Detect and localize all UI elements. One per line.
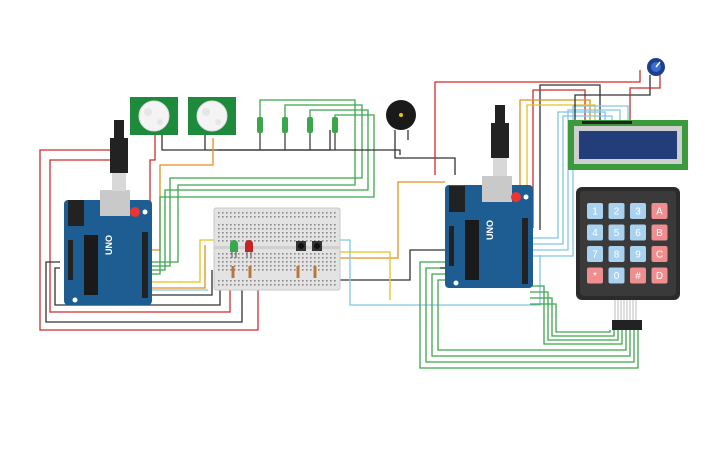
key-1[interactable]: 1 bbox=[587, 203, 603, 219]
led-top-1 bbox=[257, 117, 263, 133]
key-label: 5 bbox=[614, 228, 620, 239]
wire-dark-left3 bbox=[148, 270, 213, 296]
key-label: 4 bbox=[592, 228, 598, 239]
led-top-4 bbox=[332, 117, 338, 133]
wire-dark-top bbox=[218, 149, 401, 155]
wire-green-k8 bbox=[530, 303, 611, 333]
wire-green-k6 bbox=[530, 291, 619, 341]
key-label: D bbox=[656, 271, 663, 282]
wire-lightblue-r4 bbox=[530, 105, 629, 257]
chip-left bbox=[84, 235, 98, 295]
power-jack-right bbox=[449, 186, 465, 212]
usb-port-right bbox=[482, 176, 512, 202]
board-logo-left: UNO bbox=[104, 235, 114, 255]
key-label: 3 bbox=[635, 207, 641, 218]
key-label: # bbox=[635, 271, 641, 282]
wire-green-4 bbox=[148, 114, 375, 275]
wire-dark-top-right bbox=[539, 84, 601, 230]
key-label: 8 bbox=[614, 250, 620, 261]
wire-green-k5 bbox=[530, 285, 623, 345]
wire-dark-pir1 bbox=[161, 130, 331, 151]
key-2[interactable]: 2 bbox=[608, 203, 625, 219]
key-C[interactable]: C bbox=[651, 246, 668, 262]
pushbutton-2[interactable] bbox=[312, 241, 322, 251]
reset-button-left bbox=[130, 207, 140, 217]
breadboard[interactable] bbox=[213, 207, 341, 291]
lcd-display bbox=[568, 120, 688, 170]
led-green[interactable] bbox=[230, 240, 238, 258]
key-7[interactable]: 7 bbox=[587, 246, 603, 262]
key-A[interactable]: A bbox=[651, 203, 668, 219]
power-jack-left bbox=[68, 200, 84, 226]
wire-red-left-outer bbox=[39, 149, 259, 331]
wire-green-2 bbox=[148, 104, 363, 267]
wire-lightblue-r1 bbox=[530, 111, 606, 239]
led-red[interactable] bbox=[245, 240, 253, 258]
wire-red-pot bbox=[629, 70, 661, 120]
key-label: * bbox=[593, 271, 597, 282]
keypad[interactable]: 1 2 3 A 4 5 6 B 7 8 9 C * 0 # D bbox=[576, 187, 680, 330]
key-label: 2 bbox=[614, 207, 620, 218]
arduino-board-right[interactable]: UNO bbox=[445, 176, 533, 288]
wire-dark-mid bbox=[300, 249, 448, 281]
key-label: A bbox=[656, 207, 663, 218]
wire-green-1 bbox=[148, 99, 356, 263]
board-logo-right: UNO bbox=[485, 220, 495, 240]
key-label: 0 bbox=[614, 271, 620, 282]
wire-orange-left bbox=[148, 245, 206, 289]
wire-dark-left2 bbox=[54, 267, 221, 306]
wire-green-k7 bbox=[530, 297, 615, 337]
key-6[interactable]: 6 bbox=[630, 224, 646, 241]
key-D[interactable]: D bbox=[651, 267, 668, 284]
wire-orange-pir bbox=[150, 138, 214, 251]
wire-lightblue-r2 bbox=[530, 115, 613, 245]
key-label: 6 bbox=[635, 228, 641, 239]
buzzer[interactable] bbox=[386, 100, 416, 130]
key-label: B bbox=[656, 228, 663, 239]
pir-sensor-1[interactable] bbox=[130, 97, 178, 135]
potentiometer[interactable] bbox=[647, 58, 665, 76]
pir-sensor-2[interactable] bbox=[188, 97, 236, 135]
led-strip-top bbox=[257, 117, 338, 150]
key-0[interactable]: 0 bbox=[608, 267, 625, 284]
keypad-connector bbox=[612, 320, 642, 330]
key-3[interactable]: 3 bbox=[630, 203, 646, 219]
wire-red-left-inner bbox=[49, 159, 231, 313]
reset-button-right bbox=[511, 192, 521, 202]
wire-lightblue-r3 bbox=[530, 109, 621, 251]
key-5[interactable]: 5 bbox=[608, 224, 625, 241]
key-label: 7 bbox=[592, 250, 598, 261]
wire-dark-left bbox=[45, 261, 243, 323]
key-#[interactable]: # bbox=[630, 267, 646, 284]
pushbutton-1[interactable] bbox=[296, 241, 306, 251]
key-label: 9 bbox=[635, 250, 641, 261]
key-8[interactable]: 8 bbox=[608, 246, 625, 262]
wire-dark-buzzer bbox=[394, 130, 456, 175]
usb-cable-left bbox=[110, 120, 128, 191]
usb-port-left bbox=[100, 190, 130, 216]
led-top-3 bbox=[307, 117, 313, 133]
key-4[interactable]: 4 bbox=[587, 224, 603, 241]
arduino-board-left[interactable]: UNO bbox=[64, 190, 152, 305]
key-B[interactable]: B bbox=[651, 224, 668, 241]
wire-dark-pot bbox=[574, 75, 651, 120]
key-label: 1 bbox=[592, 207, 598, 218]
wire-red-top bbox=[434, 70, 641, 175]
key-*[interactable]: * bbox=[587, 267, 603, 284]
wire-green-3 bbox=[148, 109, 369, 271]
resistors bbox=[231, 266, 317, 278]
keypad-keys[interactable]: 1 2 3 A 4 5 6 B 7 8 9 C * 0 # D bbox=[587, 203, 668, 284]
key-9[interactable]: 9 bbox=[630, 246, 646, 262]
chip-right bbox=[465, 220, 479, 280]
key-label: C bbox=[656, 250, 663, 261]
led-top-2 bbox=[282, 117, 288, 133]
usb-cable-right bbox=[491, 105, 509, 176]
